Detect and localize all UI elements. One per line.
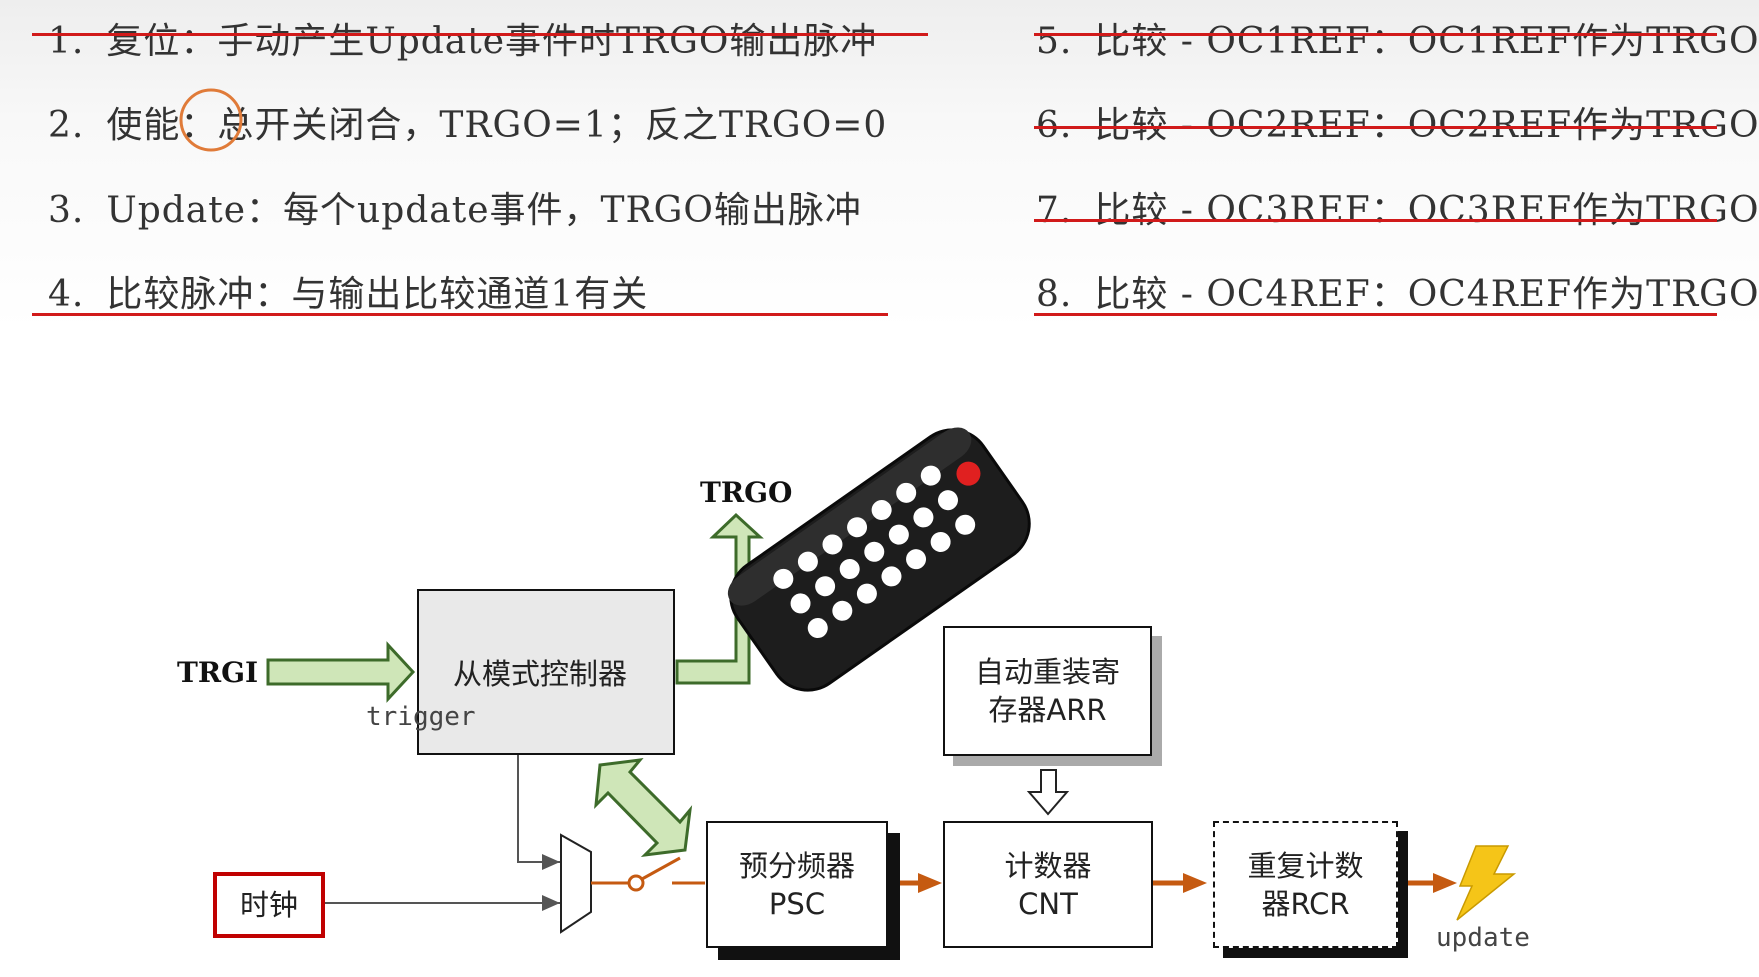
trgi-arrow [266,641,416,703]
list-item-number: 2. [48,105,85,146]
arr-label-line1: 自动重装寄 [974,655,1120,689]
update-bolt-icon [1456,845,1517,921]
list-item-1: 1. 复位：手动产生Update事件时TRGO输出脉冲 [48,12,877,64]
list-item-8: 8. 比较 - OC4REF：OC4REF作为TRGO [1036,265,1759,317]
psc-label-line2: PSC [768,886,826,921]
rcr-to-update-arrowhead [1433,873,1457,893]
clock-box: 时钟 [213,872,325,938]
list-item-text: 复位：手动产生Update事件时TRGO输出脉冲 [106,21,878,62]
cnt-label-line2: CNT [1018,886,1078,921]
remote-buttons [773,465,976,639]
annotation-layer [179,88,243,152]
list-item-4: 4. 比较脉冲：与输出比较通道1有关 [48,265,648,317]
controller-to-mux-line [517,752,560,870]
rcr-label-line2: 器RCR [1261,886,1350,921]
strike-line-5 [1034,33,1717,36]
list-item-2: 2. 使能：总开关闭合，TRGO=1；反之TRGO=0 [48,96,887,148]
arr-to-cnt-arrow [1026,769,1070,816]
remote-body-highlight [727,427,972,606]
list-item-5: 5. 比较 - OC1REF：OC1REF作为TRGO [1036,12,1759,64]
list-item-7: 7. 比较 - OC3REF：OC3REF作为TRGO [1036,181,1759,233]
auto-reload-register-box: 自动重装寄 存器ARR [943,626,1152,756]
clock-label: 时钟 [239,888,298,922]
strike-line-4 [32,313,888,316]
cnt-to-rcr-arrowhead [1183,873,1207,893]
list-item-number: 4. [48,274,85,315]
psc-to-cnt-arrowhead [918,873,942,893]
list-item-text: 比较 - OC3REF：OC3REF作为TRGO [1094,190,1759,231]
trgo-label: TRGO [700,476,793,509]
list-item-number: 8. [1036,274,1073,315]
switch-lever [641,856,681,881]
switch-pivot [627,874,645,892]
trigger-label: trigger [366,702,476,732]
list-item-text: 比较 - OC4REF：OC4REF作为TRGO [1094,274,1759,315]
list-item-number: 7. [1036,190,1073,231]
bidirectional-arrow [594,758,693,858]
ir-remote-illustration [727,427,1031,692]
list-item-text: 比较 - OC1REF：OC1REF作为TRGO [1094,21,1759,62]
list-item-number: 1. [48,21,85,62]
list-item-number: 6. [1036,105,1073,146]
list-item-number: 3. [48,190,85,231]
list-item-text: 比较 - OC2REF：OC2REF作为TRGO [1094,105,1759,146]
list-item-text: 使能：总开关闭合，TRGO=1；反之TRGO=0 [106,105,888,146]
list-item-3: 3. Update：每个update事件，TRGO输出脉冲 [48,181,862,233]
counter-box: 计数器 CNT [943,821,1153,948]
slave-mode-controller-box: 从模式控制器 [417,589,675,755]
arr-label-line2: 存器ARR [988,693,1107,727]
list-item-text: 比较脉冲：与输出比较通道1有关 [106,274,649,315]
list-item-number: 5. [1036,21,1073,62]
list-item-6: 6. 比较 - OC2REF：OC2REF作为TRGO [1036,96,1759,148]
psc-label-line1: 预分频器 [738,848,855,883]
rcr-label-line1: 重复计数 [1247,848,1364,883]
update-label: update [1436,923,1530,953]
diagram-connectors [266,512,1517,934]
trgi-label: TRGI [177,656,259,689]
strike-line-8 [1034,313,1717,316]
power-button [956,461,981,486]
multiplexer-shape [560,833,592,934]
strike-line-1 [32,33,928,36]
highlight-circle [179,88,243,152]
repetition-counter-box: 重复计数 器RCR [1213,821,1398,948]
slave-mode-controller-label: 从模式控制器 [453,657,628,691]
prescaler-box: 预分频器 PSC [706,821,888,948]
list-item-text: Update：每个update事件，TRGO输出脉冲 [106,190,862,231]
strike-line-7 [1034,219,1717,222]
strike-line-6 [1034,126,1717,129]
cnt-label-line1: 计数器 [1004,848,1092,883]
